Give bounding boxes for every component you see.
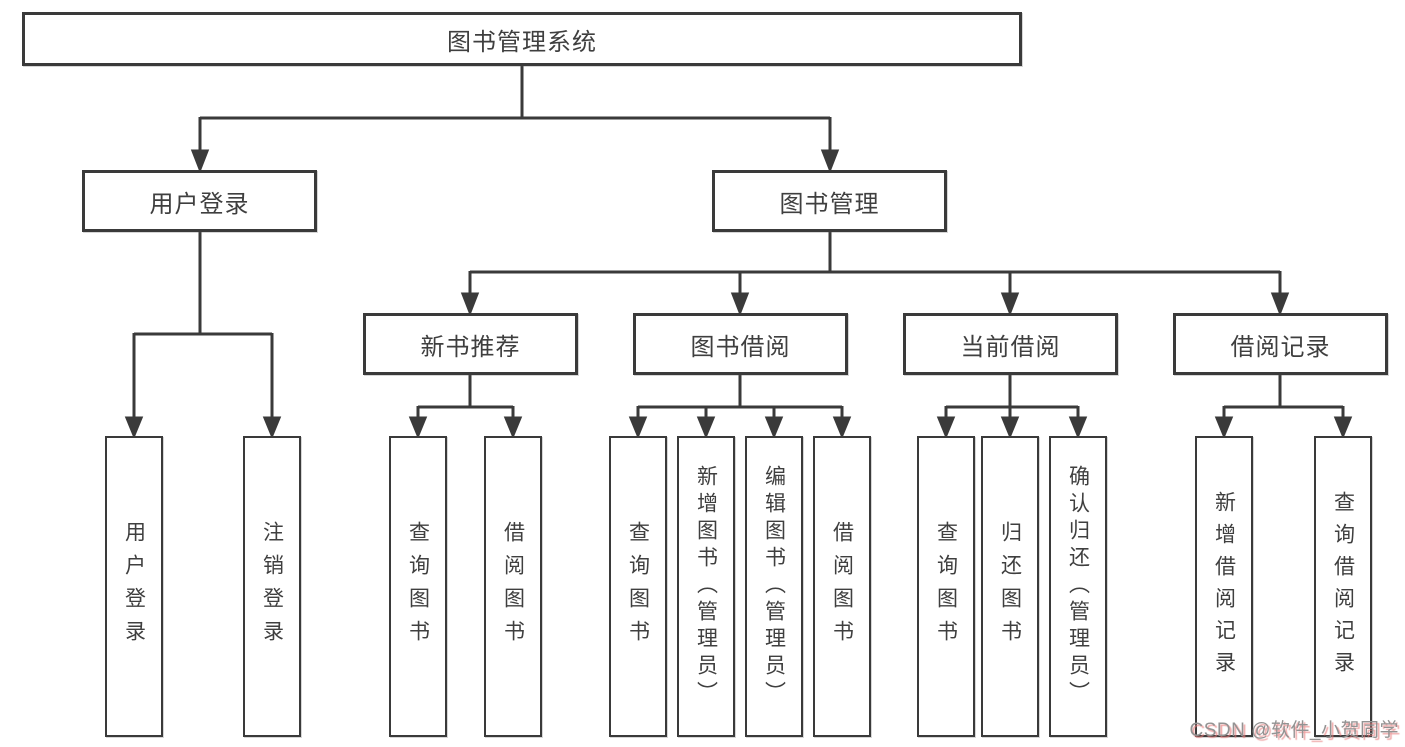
node-label: 新增图书（管理员） bbox=[694, 465, 718, 708]
node-label: 借阅图书 bbox=[830, 520, 854, 653]
node-current-borrowing: 当前借阅 bbox=[903, 313, 1118, 375]
leaf-user-login: 用户登录 bbox=[105, 436, 163, 737]
leaf-query-books-recommend: 查询图书 bbox=[389, 436, 447, 737]
node-label: 查询图书 bbox=[406, 520, 430, 653]
node-label: 查询图书 bbox=[934, 520, 958, 653]
node-label: 新增借阅记录 bbox=[1212, 490, 1236, 683]
node-borrowing-records: 借阅记录 bbox=[1173, 313, 1388, 375]
node-book-borrowing: 图书借阅 bbox=[633, 313, 848, 375]
node-label: 注销登录 bbox=[260, 520, 284, 653]
node-label: 当前借阅 bbox=[960, 333, 1061, 361]
node-label: 借阅记录 bbox=[1230, 333, 1331, 361]
csdn-watermark: CSDN @软件_小贺同学 bbox=[1189, 720, 1399, 741]
leaf-query-books-current: 查询图书 bbox=[917, 436, 975, 737]
node-new-book-recommendation: 新书推荐 bbox=[363, 313, 578, 375]
node-label: 图书管理系统 bbox=[447, 28, 597, 56]
node-label: 用户登录 bbox=[149, 190, 250, 218]
leaf-add-books-admin: 新增图书（管理员） bbox=[677, 436, 735, 737]
node-label: 查询图书 bbox=[626, 520, 650, 653]
node-label: 确认归还（管理员） bbox=[1066, 465, 1090, 708]
leaf-return-books: 归还图书 bbox=[981, 436, 1039, 737]
node-library-management-system: 图书管理系统 bbox=[22, 12, 1022, 66]
leaf-confirm-return-admin: 确认归还（管理员） bbox=[1049, 436, 1107, 737]
node-label: 借阅图书 bbox=[501, 520, 525, 653]
node-label: 图书管理 bbox=[779, 190, 880, 218]
node-label: 新书推荐 bbox=[420, 333, 521, 361]
leaf-query-books-borrow: 查询图书 bbox=[609, 436, 667, 737]
leaf-edit-books-admin: 编辑图书（管理员） bbox=[745, 436, 803, 737]
leaf-borrow-books: 借阅图书 bbox=[813, 436, 871, 737]
leaf-borrow-books-recommend: 借阅图书 bbox=[484, 436, 542, 737]
node-book-management: 图书管理 bbox=[712, 170, 947, 232]
leaf-add-borrow-record: 新增借阅记录 bbox=[1195, 436, 1253, 737]
leaf-logout: 注销登录 bbox=[243, 436, 301, 737]
node-label: 查询借阅记录 bbox=[1331, 490, 1355, 683]
node-label: 用户登录 bbox=[122, 520, 146, 653]
leaf-query-borrow-record: 查询借阅记录 bbox=[1314, 436, 1372, 737]
node-label: 编辑图书（管理员） bbox=[762, 465, 786, 708]
node-label: 图书借阅 bbox=[690, 333, 791, 361]
node-user-login: 用户登录 bbox=[82, 170, 317, 232]
node-label: 归还图书 bbox=[998, 520, 1022, 653]
